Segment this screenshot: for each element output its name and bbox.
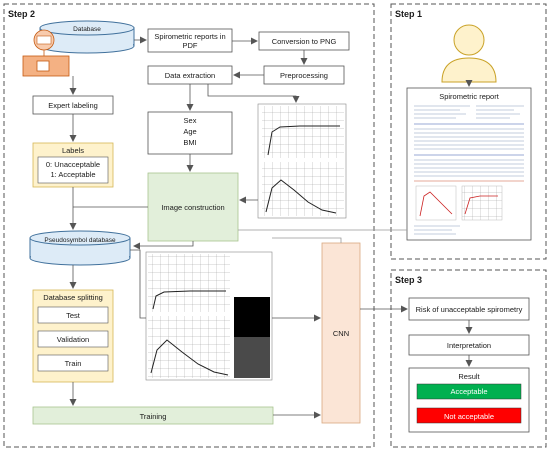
conversion-label: Conversion to PNG [272,37,337,46]
report-body-lines [414,105,524,182]
data-extraction-label: Data extraction [165,71,215,80]
acceptable-badge [416,383,522,400]
extracted-spirogram [257,103,347,219]
spiro-reports-line1: Spirometric reports in [154,32,225,41]
validation-box [37,330,109,348]
step3-container [390,269,547,448]
bmi-label: BMI [183,138,196,147]
age-label: Age [183,127,196,136]
pseudosymbol-cylinder [29,230,131,266]
interpretation-label: Interpretation [447,341,491,350]
database-cylinder [39,20,135,54]
step3-label: Step 3 [395,275,422,285]
spiro-reports-line2: PDF [183,41,198,50]
pseudosymbol-label: Pseudosymbol database [44,237,116,244]
validation-label: Validation [57,335,89,344]
step1-container [390,3,547,260]
step2-container [3,3,375,448]
cnn-label: CNN [333,329,349,338]
training-label: Training [140,412,167,421]
labels-title: Labels [62,146,84,155]
report-charts [414,185,503,235]
database-tray-icon [22,29,70,77]
not-acceptable-badge [416,407,522,424]
step2-label: Step 2 [8,9,35,19]
db-splitting-title: Database splitting [43,293,103,302]
train-label: Train [65,359,82,368]
database-label: Database [73,26,101,33]
connectors [69,36,473,419]
acceptable-label: Acceptable [450,387,487,396]
labels-inner-box [37,156,109,184]
not-acceptable-label: Not acceptable [444,412,494,421]
risk-label: Risk of unacceptable spirometry [416,305,523,314]
cnn-box [321,242,361,424]
spiro-report-title: Spirometric report [439,92,500,101]
preprocessing-label: Preprocessing [280,71,328,80]
sex-label: Sex [184,116,197,125]
pseudosymbol-image [145,251,273,381]
demographics-box [147,111,233,155]
image-construction-box [147,172,239,242]
label-acceptable: 1: Acceptable [50,170,95,179]
expert-labeling-label: Expert labeling [48,101,98,110]
spiro-reports-box [147,28,233,53]
person-icon [441,24,497,83]
test-label: Test [66,311,81,320]
train-box [37,354,109,372]
image-construction-label: Image construction [161,203,224,212]
test-box [37,306,109,324]
result-title: Result [458,372,480,381]
training-box [32,406,274,425]
step1-label: Step 1 [395,9,422,19]
label-unacceptable: 0: Unacceptable [46,160,100,169]
